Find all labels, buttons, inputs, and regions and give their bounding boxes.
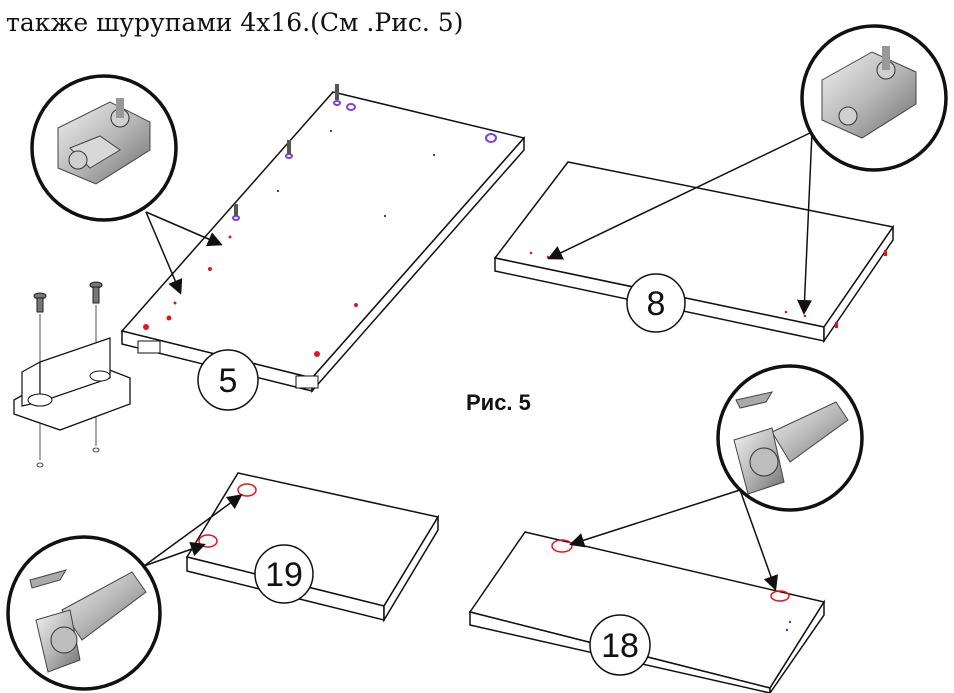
svg-text:18: 18 xyxy=(601,627,639,665)
mounting-plate-icon xyxy=(13,337,131,431)
mounting-plate-icon xyxy=(800,24,948,172)
svg-text:8: 8 xyxy=(647,285,666,323)
callout-arrows xyxy=(143,131,813,591)
panel-18 xyxy=(468,531,826,693)
panel-18-label: 18 xyxy=(589,614,651,676)
intro-text: также шурупами 4х16.(См .Рис. 5) xyxy=(6,8,464,37)
panel-5 xyxy=(120,84,526,393)
svg-text:19: 19 xyxy=(265,556,303,594)
svg-text:5: 5 xyxy=(219,362,238,400)
panel-8-label: 8 xyxy=(626,273,686,333)
hinge-icon xyxy=(6,535,162,691)
panel-19 xyxy=(185,472,440,623)
panel-19-label: 19 xyxy=(254,544,314,604)
figure-caption: Рис. 5 xyxy=(466,390,531,415)
panel-5-label: 5 xyxy=(197,349,259,411)
mounting-plate-icon xyxy=(30,74,178,222)
hinge-icon xyxy=(716,364,864,512)
